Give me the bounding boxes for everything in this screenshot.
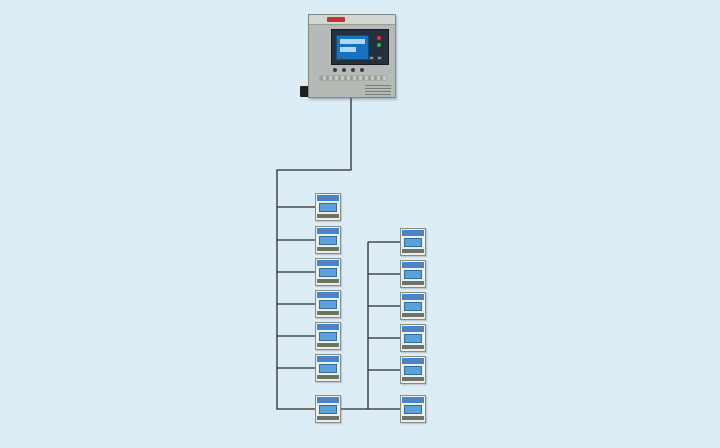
module-display [404,238,422,247]
module-label-strip [402,294,424,300]
controller-side-knob [300,86,309,97]
module-base [317,343,339,347]
vent-slots [365,85,391,100]
module-label-strip [317,356,339,362]
module-node-left-6 [315,354,341,382]
module-display [319,203,337,212]
controller-lcd-screen [336,35,369,60]
module-node-left-2 [315,226,341,254]
controller-button-row [333,68,387,72]
module-display [319,405,337,414]
module-base [317,214,339,218]
module-label-strip [402,262,424,268]
module-node-left-4 [315,290,341,318]
module-display [319,364,337,373]
module-node-left-3 [315,258,341,286]
module-label-strip [402,358,424,364]
module-label-strip [317,195,339,201]
module-node-right-4 [400,324,426,352]
module-node-right-5 [400,356,426,384]
module-base [317,279,339,283]
module-display [404,302,422,311]
module-base [402,377,424,381]
module-node-right-2 [400,260,426,288]
power-led-green [377,43,381,47]
module-node-right-3 [400,292,426,320]
module-node-left-7 [315,395,341,423]
lcd-digit-row [340,47,356,52]
module-display [319,332,337,341]
module-display [404,366,422,375]
controller-top-cap [309,15,395,25]
module-base [317,311,339,315]
module-node-right-1 [400,228,426,256]
module-display [319,268,337,277]
controller-display-bezel [331,29,389,65]
module-display [404,405,422,414]
module-base [402,281,424,285]
module-node-left-1 [315,193,341,221]
module-label-strip [317,324,339,330]
module-label-strip [317,260,339,266]
module-base [317,375,339,379]
module-display [404,334,422,343]
module-base [402,249,424,253]
module-display [319,236,337,245]
brand-logo [327,17,345,22]
module-label-strip [317,397,339,403]
controller-model-label [319,75,387,81]
module-base [317,416,339,420]
module-base [402,345,424,349]
controller-unit [308,14,396,98]
alarm-led-red [377,36,381,40]
module-base [402,416,424,420]
module-node-right-6 [400,395,426,423]
module-base [402,313,424,317]
module-label-strip [317,292,339,298]
module-label-strip [402,326,424,332]
lcd-digit-row [340,39,365,44]
module-display [404,270,422,279]
panel-key-button [377,56,382,60]
module-label-strip [402,230,424,236]
module-label-strip [402,397,424,403]
module-display [319,300,337,309]
panel-key-button [369,56,374,60]
module-node-left-5 [315,322,341,350]
module-base [317,247,339,251]
module-label-strip [317,228,339,234]
